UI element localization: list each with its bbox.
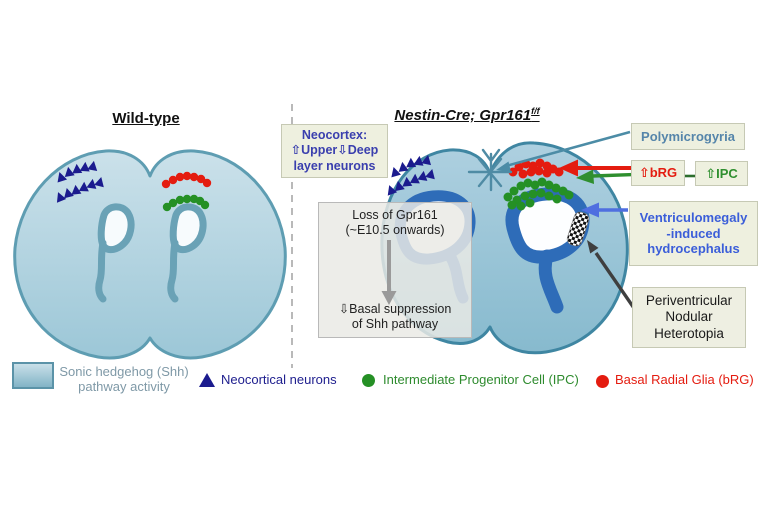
neocortex-callout: Neocortex: ⇧Upper⇩Deep layer neurons [281,124,388,178]
shh-gradient-swatch [12,362,54,389]
mutant-ipc-dots [503,177,574,211]
brg-legend-label: Basal Radial Glia (bRG) [615,372,754,387]
wildtype-brain [13,149,287,360]
neuron-legend-label: Neocortical neurons [221,372,337,387]
ipc-callout: ⇧IPC [695,161,748,186]
loss-downward-arrow [381,240,397,305]
heterotopia-patch [566,211,590,247]
heterotopia-callout: Periventricular Nodular Heterotopia [632,287,746,348]
polymicrogyria-arrow [496,130,631,173]
brg-callout: ⇧bRG [631,160,685,186]
ipc-legend-label: Intermediate Progenitor Cell (IPC) [383,372,579,387]
wildtype-ventricles [95,203,207,303]
wildtype-ipc-dots [162,194,210,212]
mutant-title: Nestin-Cre; Gpr161f/f [378,106,556,124]
mutant-title-superscript: f/f [531,106,540,116]
loss-of-gpr161-box: Loss of Gpr161 (~E10.5 onwards) ⇩Basal s… [318,202,472,338]
shh-legend-label: Sonic hedgehog (Shh) pathway activity [59,364,189,395]
loss-effect-text: ⇩Basal suppression of Shh pathway [338,302,452,331]
polymicrogyria-glyph [467,148,513,192]
wildtype-title: Wild-type [112,110,180,127]
mutant-title-main: Nestin-Cre; Gpr161 [394,107,532,124]
ventriculomegaly-callout: Ventriculomegaly -induced hydrocephalus [629,201,758,266]
brg-dot-icon [596,375,609,388]
ventriculomegaly-arrow [581,202,628,218]
wildtype-brg-dots [161,171,212,189]
mutant-neuron-triangles [387,154,435,196]
neuron-triangle-icon [199,373,215,387]
ipc-dot-icon [362,374,375,387]
loss-cause-text: Loss of Gpr161 (~E10.5 onwards) [345,208,445,237]
polymicrogyria-callout: Polymicrogyria [631,123,745,150]
wildtype-neuron-triangles [56,160,104,203]
